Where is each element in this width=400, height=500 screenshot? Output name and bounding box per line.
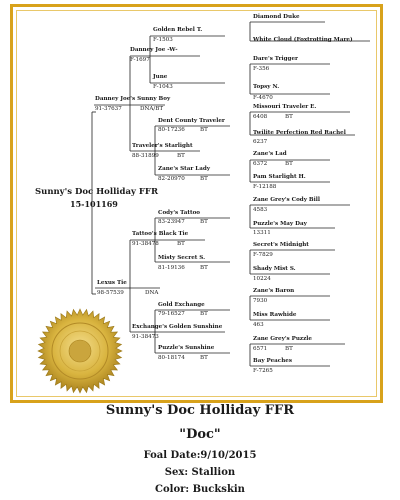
gen4-name: Dent County Traveler xyxy=(158,118,225,124)
gen5-name: Zane's Lad xyxy=(253,151,287,157)
gen4-name: Zane's Star Lady xyxy=(158,166,211,172)
gen5-tag: BT xyxy=(285,346,293,352)
gen5-name: Bay Peaches xyxy=(253,358,292,364)
gen5-name: Zane Grey's Puzzle xyxy=(253,336,312,342)
dam-tag: DNA xyxy=(145,290,159,296)
sire-name: Danney Joe's Sunny Boy xyxy=(95,96,171,102)
gen5-name: Zane's Baron xyxy=(253,288,295,294)
gold-seal-icon xyxy=(37,308,123,394)
gen4-registration: 80-17236 xyxy=(158,127,185,133)
gen4-tag: BT xyxy=(200,311,208,317)
subject-name: Sunny's Doc Holliday FFR xyxy=(35,187,159,197)
gen5-name: Diamond Duke xyxy=(253,14,300,20)
gen5-name: Pam Starlight H. xyxy=(253,174,306,180)
gen5-registration: 6372 xyxy=(253,161,268,167)
gen4-registration: 80-18174 xyxy=(158,355,185,361)
gen4-name: Gold Exchange xyxy=(158,302,205,308)
dam-name: Lexus Tie xyxy=(97,280,127,286)
gen5-name: Zane Grey's Cody Bill xyxy=(253,197,321,203)
gen3-tag: BT xyxy=(177,241,185,247)
gen5-name: Secret's Midnight xyxy=(253,242,309,248)
gen4-tag: BT xyxy=(200,219,208,225)
gen3-tag: BT xyxy=(177,153,185,159)
gen5-name: White Cloud (Foxtrotting Mare) xyxy=(253,37,353,43)
gen3-name: Exchange's Golden Sunshine xyxy=(132,324,223,330)
gen4-registration: 82-20970 xyxy=(158,176,185,182)
gen3-name: Danney Joe -W- xyxy=(130,47,178,53)
gen3-registration: 91-38478 xyxy=(132,241,159,247)
gen4-name: June xyxy=(153,74,168,80)
sire-tag: DNA/BT xyxy=(140,106,164,112)
gen5-registration: 7930 xyxy=(253,298,268,304)
gen5-registration: 463 xyxy=(253,322,264,328)
gen4-tag: BT xyxy=(200,176,208,182)
footer-nickname: "Doc" xyxy=(179,427,221,442)
subject-registration: 15-101169 xyxy=(70,199,118,209)
gen5-name: Dare's Trigger xyxy=(253,56,298,62)
dam-registration: 98-57539 xyxy=(97,290,124,296)
gen5-tag: BT xyxy=(285,114,293,120)
gen3-registration: 91-38473 xyxy=(132,334,159,340)
gen5-name: Missouri Traveler E. xyxy=(253,104,317,110)
gen5-registration: F-12188 xyxy=(253,184,277,190)
gen4-registration: 79-16527 xyxy=(158,311,185,317)
gen5-registration: 6237 xyxy=(253,139,268,145)
gen5-registration: 6408 xyxy=(253,114,268,120)
sire-registration: 91-37637 xyxy=(95,106,122,112)
gen4-name: Puzzle's Sunshine xyxy=(158,345,215,351)
gen5-name: Shady Mist S. xyxy=(253,266,296,272)
gen4-name: Golden Rebel T. xyxy=(153,27,203,33)
gen5-registration: F-7829 xyxy=(253,252,273,258)
gen5-registration: F-4670 xyxy=(253,95,273,101)
footer-title: Sunny's Doc Holliday FFR xyxy=(105,403,295,418)
gen4-registration: 83-23947 xyxy=(158,219,185,225)
gen5-registration: 4583 xyxy=(253,207,268,213)
gen5-name: Puzzle's May Day xyxy=(253,221,307,227)
footer-sex: Sex: Stallion xyxy=(164,467,236,478)
gen3-registration: 88-31899 xyxy=(132,153,159,159)
gen3-name: Tattoo's Black Tie xyxy=(132,231,189,237)
gen5-name: Miss Rawhide xyxy=(253,312,297,318)
gen5-registration: F-356 xyxy=(253,66,270,72)
gen4-registration: F-1503 xyxy=(153,37,173,43)
gen3-name: Traveler's Starlight xyxy=(132,143,193,149)
gen5-registration: F-7265 xyxy=(253,368,273,374)
gen4-tag: BT xyxy=(200,127,208,133)
gen5-registration: 10224 xyxy=(253,276,271,282)
gen5-name: Topsy N. xyxy=(253,84,280,90)
gen5-registration: 6571 xyxy=(253,346,268,352)
gen5-name: Twilite Perfection Red Rachel xyxy=(253,130,346,136)
gen4-registration: 81-19136 xyxy=(158,265,185,271)
gen4-tag: BT xyxy=(200,265,208,271)
gen4-name: Misty Secret S. xyxy=(158,255,206,261)
gen4-registration: F-1043 xyxy=(153,84,173,90)
gen5-tag: BT xyxy=(285,161,293,167)
footer-foal-date: Foal Date:9/10/2015 xyxy=(143,450,257,461)
gen4-tag: BT xyxy=(200,355,208,361)
gen5-registration: 13311 xyxy=(253,230,271,236)
gen4-name: Cody's Tattoo xyxy=(158,210,201,216)
gen3-registration: F-1697 xyxy=(130,57,150,63)
footer-color: Color: Buckskin xyxy=(155,484,245,495)
